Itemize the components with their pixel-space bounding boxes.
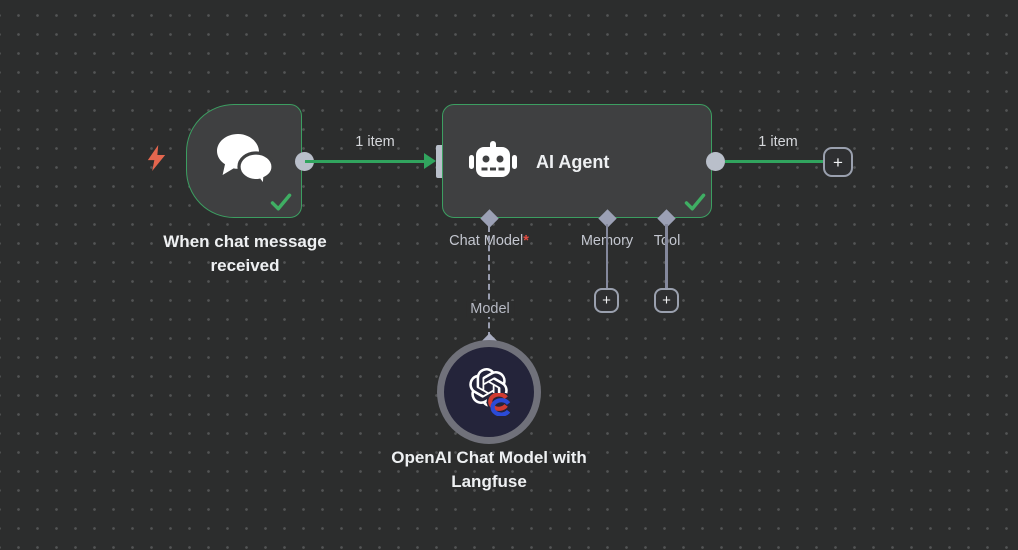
agent-output-endpoint[interactable] [706,152,725,171]
add-memory-button[interactable]: + [594,288,619,313]
agent-input-endpoint[interactable] [436,145,446,178]
tool-stub-connection [665,224,668,290]
lightning-bolt-icon [147,145,166,171]
check-icon [684,193,706,211]
add-tool-button[interactable]: + [654,288,679,313]
model-connection-label: Model [466,301,514,317]
node-ai-agent[interactable] [442,104,712,218]
memory-stub-connection [605,224,609,290]
node-when-chat-message-received[interactable] [186,104,302,218]
required-marker: * [523,233,529,249]
check-icon [270,193,292,211]
connection-agent-to-model[interactable] [488,226,490,338]
connection-agent-output[interactable] [725,160,823,163]
chat-bubbles-icon [217,134,275,188]
langfuse-icon [486,393,512,416]
trigger-node-label: When chat message received [163,232,327,275]
connection-arrowhead-icon [424,153,436,169]
agent-node-title: AI Agent [536,152,610,172]
port-label-chat-model: Chat Model* [449,233,529,249]
robot-icon [469,141,517,177]
node-openai-chat-model[interactable] [437,340,541,444]
connection-items-count: 1 item [355,134,395,150]
output-items-count: 1 item [758,134,798,150]
connection-trigger-to-agent[interactable] [305,160,427,163]
trigger-output-endpoint[interactable] [295,152,314,171]
add-next-node-button[interactable]: + [823,147,853,177]
model-node-label: OpenAI Chat Model with Langfuse [391,448,587,491]
